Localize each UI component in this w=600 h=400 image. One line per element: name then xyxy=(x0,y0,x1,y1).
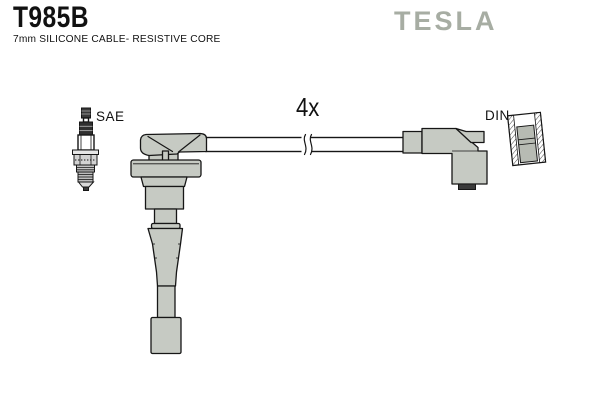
cable-break-symbol xyxy=(301,133,313,156)
product-description: 7mm SILICONE CABLE- RESISTIVE CORE xyxy=(13,33,221,45)
din-connector-icon xyxy=(506,111,547,167)
spark-plug-icon xyxy=(72,107,99,191)
din-connector-label: DIN xyxy=(485,108,510,123)
sae-connector-label: SAE xyxy=(96,109,125,124)
part-number: T985B xyxy=(13,1,89,34)
din-boot-graphic xyxy=(402,127,488,190)
sae-boot-graphic xyxy=(130,132,208,355)
brand-logo: TESLA xyxy=(394,6,498,36)
quantity-label: 4x xyxy=(296,92,320,122)
